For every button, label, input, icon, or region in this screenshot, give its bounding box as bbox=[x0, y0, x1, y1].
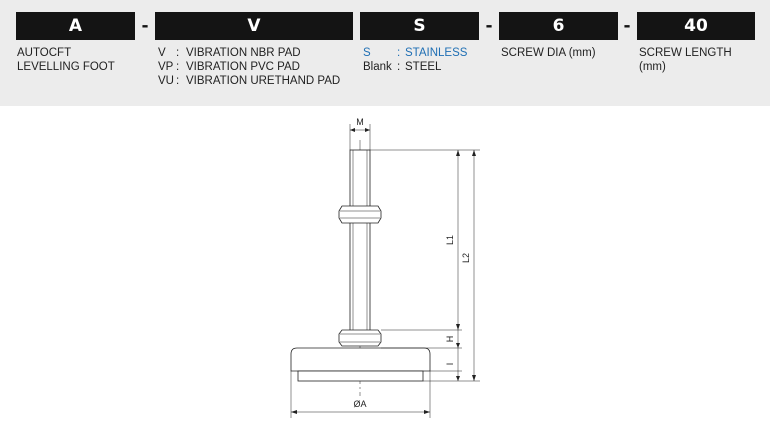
base-body bbox=[290, 347, 431, 372]
desc-v-row: VP: VIBRATION PVC PAD bbox=[158, 60, 340, 74]
desc-dia-line: SCREW DIA (mm) bbox=[501, 47, 596, 59]
desc-a-line: AUTOCFT bbox=[17, 47, 72, 59]
option-sep: : bbox=[397, 47, 401, 59]
desc-v-row: V: VIBRATION NBR PAD bbox=[158, 46, 340, 60]
desc-v: V: VIBRATION NBR PAD VP: VIBRATION PVC PAD… bbox=[158, 46, 340, 88]
code-box-v: V bbox=[155, 12, 353, 40]
desc-a-line: LEVELLING FOOT bbox=[17, 61, 115, 73]
arrowhead bbox=[456, 324, 460, 330]
option-sep: : bbox=[397, 61, 401, 73]
upper-hex-nut bbox=[338, 205, 382, 224]
dim-label-h: H bbox=[445, 336, 455, 343]
dim-label-a: ØA bbox=[353, 399, 366, 409]
desc-dia: SCREW DIA (mm) bbox=[501, 46, 596, 60]
option-key: V bbox=[158, 47, 166, 59]
code-len: 40 bbox=[684, 16, 708, 36]
option-value: VIBRATION NBR PAD bbox=[186, 47, 301, 59]
desc-s: S: STAINLESS Blank: STEEL bbox=[363, 46, 467, 74]
option-value: STAINLESS bbox=[405, 47, 468, 59]
arrowhead bbox=[424, 410, 430, 414]
separator-dash: - bbox=[141, 16, 149, 36]
dim-label-l1: L1 bbox=[445, 235, 455, 245]
desc-s-row: Blank: STEEL bbox=[363, 60, 467, 74]
code-s: S bbox=[413, 16, 426, 36]
arrowhead bbox=[472, 375, 476, 381]
arrowhead bbox=[365, 128, 370, 132]
dim-label-l2: L2 bbox=[461, 253, 471, 263]
option-sep: : bbox=[176, 61, 180, 73]
desc-s-row: S: STAINLESS bbox=[363, 46, 467, 60]
lower-hex-nut bbox=[338, 329, 382, 347]
option-sep: : bbox=[176, 47, 180, 59]
desc-len-line: SCREW LENGTH bbox=[639, 47, 732, 59]
option-key: S bbox=[363, 47, 371, 59]
option-value: VIBRATION PVC PAD bbox=[186, 61, 300, 73]
option-key: VP bbox=[158, 61, 174, 73]
desc-len: SCREW LENGTH (mm) bbox=[639, 46, 732, 74]
option-sep: : bbox=[176, 75, 180, 87]
code-dia: 6 bbox=[552, 16, 565, 36]
option-key: VU bbox=[158, 75, 174, 87]
code-a: A bbox=[68, 16, 83, 36]
desc-a: AUTOCFT LEVELLING FOOT bbox=[17, 46, 115, 74]
desc-len-line: (mm) bbox=[639, 61, 666, 73]
option-key: Blank bbox=[363, 61, 392, 73]
code-v: V bbox=[247, 16, 261, 36]
arrowhead bbox=[350, 128, 355, 132]
arrowhead bbox=[456, 343, 460, 348]
arrowhead bbox=[456, 376, 460, 381]
arrowhead bbox=[472, 150, 476, 156]
option-value: STEEL bbox=[405, 61, 442, 73]
option-value: VIBRATION URETHAND PAD bbox=[186, 75, 341, 87]
code-box-len: 40 bbox=[637, 12, 755, 40]
arrowhead bbox=[291, 410, 297, 414]
dim-label-m: M bbox=[356, 117, 364, 127]
separator-dash: - bbox=[485, 16, 493, 36]
code-box-s: S bbox=[360, 12, 479, 40]
dim-label-i: I bbox=[445, 363, 455, 366]
separator-dash: - bbox=[623, 16, 631, 36]
code-box-a: A bbox=[16, 12, 135, 40]
code-box-dia: 6 bbox=[499, 12, 618, 40]
vibration-pad bbox=[297, 370, 424, 382]
desc-v-row: VU: VIBRATION URETHAND PAD bbox=[158, 74, 340, 88]
arrowhead bbox=[456, 150, 460, 156]
